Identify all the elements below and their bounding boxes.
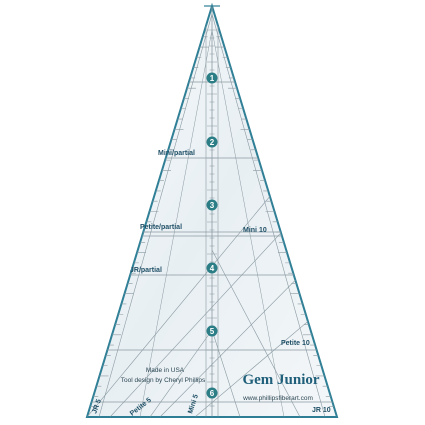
number-marker-2: 2 [206, 136, 218, 148]
label-petite-partial: Petite/partial [140, 224, 182, 231]
made-in-text: Made in USA [146, 367, 185, 374]
label-petite-10: Petite 10 [281, 340, 310, 347]
label-jr-partial: JR/partial [130, 267, 162, 274]
brand-logo-text: Gem Junior [242, 372, 319, 388]
number-3: 3 [210, 201, 215, 210]
design-credit-text: Tool design by Cheryl Phillips [121, 377, 206, 384]
label-jr-10: JR 10 [312, 407, 331, 414]
label-jr-5: JR 5 [91, 398, 103, 414]
number-marker-4: 4 [206, 262, 218, 274]
number-6: 6 [210, 389, 215, 398]
number-marker-1: 1 [206, 72, 218, 84]
number-2: 2 [210, 138, 215, 147]
number-marker-6: 6 [206, 387, 218, 399]
number-5: 5 [210, 327, 215, 336]
center-number-markers: 1 2 3 4 5 6 [206, 72, 218, 399]
number-1: 1 [210, 74, 215, 83]
number-4: 4 [210, 264, 215, 273]
label-mini-partial: Mini/partial [158, 150, 195, 157]
website-text: www.phillipsfiberart.com [242, 395, 313, 402]
number-marker-3: 3 [206, 199, 218, 211]
number-marker-5: 5 [206, 325, 218, 337]
label-mini-10: Mini 10 [243, 227, 267, 234]
